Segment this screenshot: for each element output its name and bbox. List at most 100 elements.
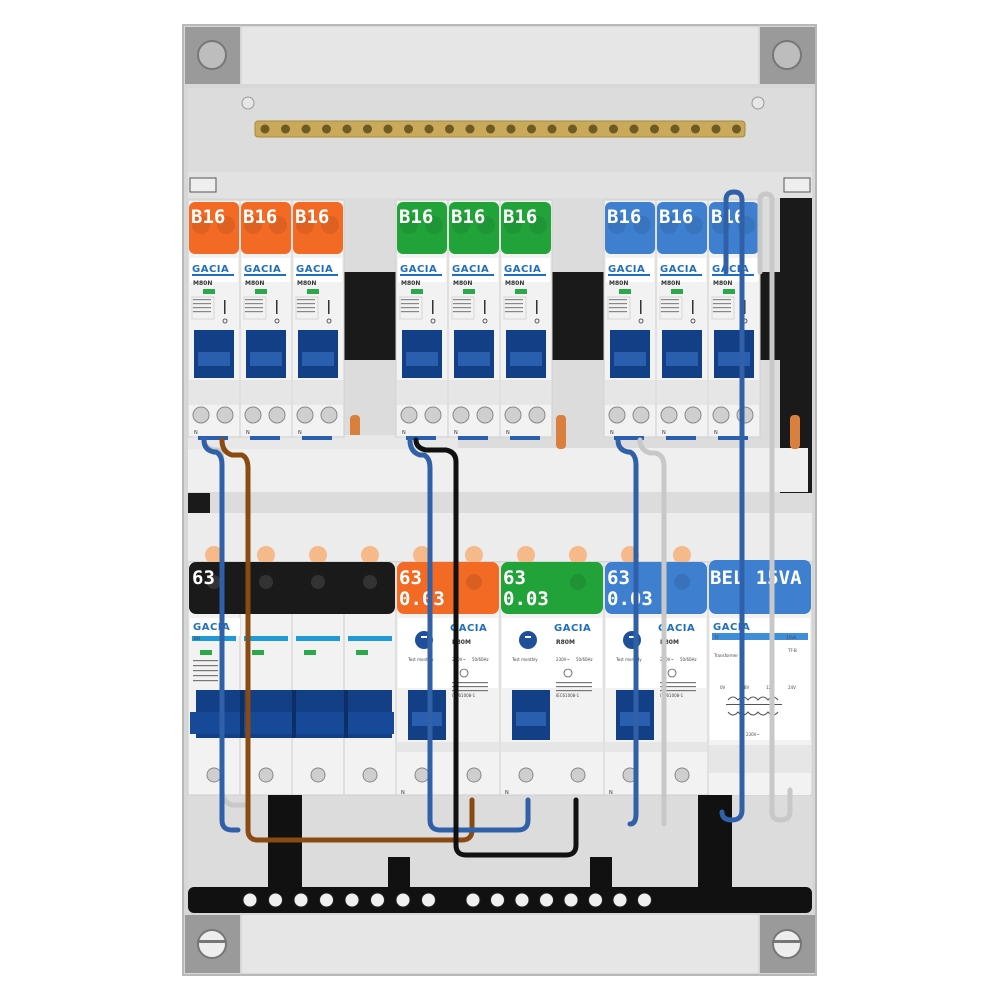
busbar-hole-icon bbox=[383, 124, 393, 134]
rcd-sensitivity-label: 0.03 bbox=[503, 588, 549, 610]
enclosure-top-cover bbox=[242, 27, 758, 84]
model-label: R80M bbox=[452, 639, 471, 646]
rcd-rating-label: 63 bbox=[399, 567, 422, 589]
terminal-screw-icon bbox=[424, 406, 442, 424]
terminal-screw-icon bbox=[528, 406, 546, 424]
breaker-cap bbox=[605, 202, 655, 254]
terminal-screw-icon bbox=[466, 767, 482, 783]
busbar-hole-icon bbox=[486, 124, 495, 134]
terminal-letter: N bbox=[506, 430, 510, 436]
breaker-cap bbox=[501, 202, 551, 254]
model-label: TF bbox=[713, 635, 719, 640]
terminal-screw-icon bbox=[684, 406, 702, 424]
test-monthly-label: Test monthly bbox=[407, 657, 434, 662]
busbar-hole-icon bbox=[732, 124, 741, 134]
enclosure-bottom-cover bbox=[242, 915, 758, 973]
transformer-title: Transformer bbox=[713, 653, 738, 658]
brand-label: GACIA bbox=[192, 264, 229, 275]
blue-neutral-wire-1 bbox=[201, 437, 241, 833]
neutral-screw-icon bbox=[563, 892, 579, 908]
busbar-hole-icon bbox=[588, 124, 598, 134]
voltage-label: 230V~ bbox=[452, 657, 466, 662]
model-label: M80N bbox=[453, 280, 472, 287]
busbar-hole-icon bbox=[342, 124, 352, 134]
rcd-cap bbox=[501, 562, 603, 614]
neutral-screw-icon bbox=[514, 892, 530, 908]
rcd-sensitivity-label: 0.03 bbox=[399, 588, 445, 610]
top-breaker-row: B16GACIAM80NNB16GACIAM80NNB16GACIAM80NNB… bbox=[187, 199, 761, 440]
brand-label: GACIA bbox=[450, 623, 487, 634]
neutral-busbar bbox=[188, 795, 812, 913]
terminal-letter: N bbox=[401, 790, 405, 796]
model-label: M80N bbox=[661, 280, 680, 287]
terminal-screw-icon bbox=[504, 406, 522, 424]
terminal-screw-icon bbox=[192, 406, 210, 424]
breaker-cap bbox=[709, 202, 759, 254]
busbar-hole-icon bbox=[609, 124, 618, 134]
frequency-label: 50/60Hz bbox=[472, 657, 489, 662]
breaker-cap bbox=[241, 202, 291, 254]
model-label: M80N bbox=[401, 280, 420, 287]
grey-transformer-wire bbox=[757, 191, 793, 823]
busbar-hole-icon bbox=[629, 124, 639, 134]
terminal-screw-icon bbox=[216, 406, 234, 424]
brand-label: GACIA bbox=[658, 623, 695, 634]
wiring bbox=[201, 189, 793, 858]
brand-label: GACIA bbox=[608, 264, 645, 275]
transformer-code: TF-B bbox=[787, 648, 797, 653]
breaker-rating-label: B16 bbox=[243, 206, 277, 228]
terminal-screw-icon bbox=[712, 406, 730, 424]
brand-label: GACIA bbox=[504, 264, 541, 275]
breaker-cap bbox=[449, 202, 499, 254]
voltage-label: 230V~ bbox=[556, 657, 570, 662]
busbar-hole-icon bbox=[260, 124, 270, 134]
grey-wire-2 bbox=[637, 437, 667, 827]
model-label: DH bbox=[194, 636, 200, 641]
terminal-letter: N bbox=[402, 430, 406, 436]
blue-neutral-wire-3 bbox=[615, 437, 639, 827]
terminal-letter: N bbox=[505, 790, 509, 796]
screw-icon bbox=[197, 40, 227, 70]
brand-label: GACIA bbox=[244, 264, 281, 275]
transformer-label: BEL 15VA bbox=[710, 567, 802, 589]
screw-icon bbox=[772, 929, 802, 959]
corner-screws bbox=[185, 27, 815, 973]
test-button-icon[interactable] bbox=[519, 631, 537, 649]
terminal-letter: N bbox=[609, 790, 613, 796]
terminal-screw-icon bbox=[570, 767, 586, 783]
terminal-screw-icon bbox=[268, 406, 286, 424]
breaker-cap bbox=[293, 202, 343, 254]
neutral-screw-icon bbox=[293, 892, 309, 908]
busbar-hole-icon bbox=[465, 124, 475, 134]
breaker-cap bbox=[397, 202, 447, 254]
brand-label: GACIA bbox=[296, 264, 333, 275]
tap-0v: 0V bbox=[720, 685, 726, 690]
blue-neutral-wire-2 bbox=[407, 437, 531, 833]
terminal-screw-icon bbox=[400, 406, 418, 424]
neutral-screw-icon bbox=[539, 892, 554, 908]
test-monthly-label: Test monthly bbox=[615, 657, 642, 662]
breaker-cap bbox=[657, 202, 707, 254]
standard-label: IEC61008-1 bbox=[452, 693, 476, 698]
rcd-sensitivity-label: 0.03 bbox=[607, 588, 653, 610]
brand-label: GACIA bbox=[193, 622, 230, 633]
model-label: M80N bbox=[609, 280, 628, 287]
busbar-hole-icon bbox=[547, 124, 557, 134]
busbar-hole-icon bbox=[527, 124, 536, 134]
terminal-letter: N bbox=[298, 430, 302, 436]
neutral-screw-icon bbox=[421, 892, 436, 908]
test-monthly-label: Test monthly bbox=[511, 657, 538, 662]
terminal-screw-icon bbox=[258, 767, 274, 783]
earth-busbar bbox=[254, 120, 746, 138]
transformer-rating: 15VA bbox=[786, 635, 797, 640]
breaker-rating-label: B16 bbox=[659, 206, 693, 228]
neutral-screw-icon bbox=[242, 892, 258, 908]
busbar-hole-icon bbox=[281, 124, 290, 134]
voltage-label: 230V~ bbox=[660, 657, 674, 662]
